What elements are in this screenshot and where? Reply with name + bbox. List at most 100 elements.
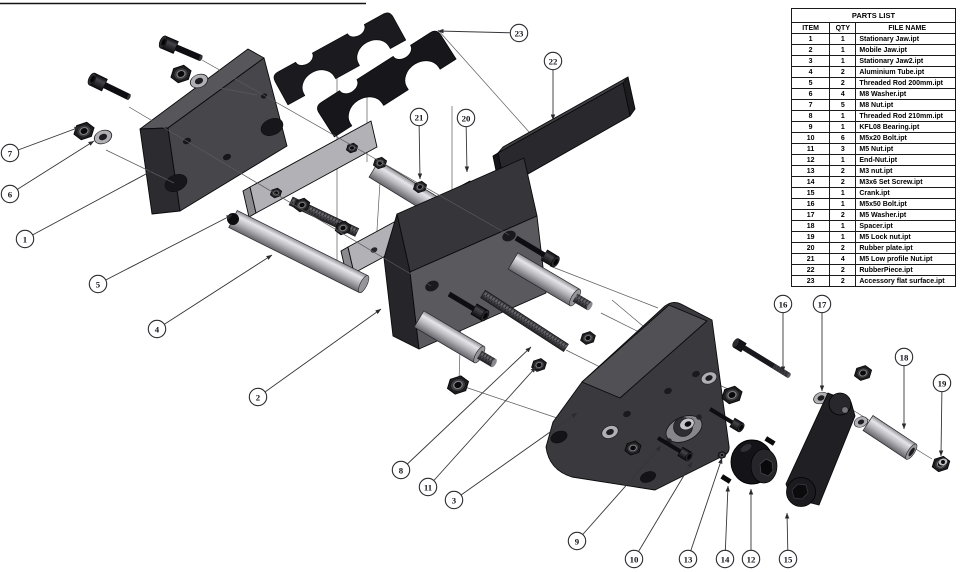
balloon-1 [15,229,35,249]
item-cell: 12 [790,154,831,166]
part-mobile-jaw [383,157,547,350]
item-cell: 16 [790,198,831,210]
file-name-cell: Rubber plate.ipt [855,242,956,254]
qty-cell: 2 [829,66,857,78]
item-cell: 10 [790,132,831,144]
balloon-number-23: 23 [515,29,524,39]
balloon-number-17: 17 [818,300,827,310]
part-threaded-rod-200 [288,196,360,237]
leader-line-19 [938,382,944,457]
part-m5x20-bolt-topleft-b [87,72,131,100]
balloon-3 [444,490,464,510]
qty-cell: 1 [829,187,857,199]
part-m3x6-set-screw-b [720,474,732,484]
balloon-4 [147,319,167,339]
item-cell: 15 [790,187,831,199]
parts-list-title: PARTS LIST [791,8,956,23]
qty-cell: 3 [829,143,857,155]
balloon-number-9: 9 [575,537,580,547]
balloon-14 [715,549,735,569]
balloon-13 [678,549,698,569]
item-cell: 17 [790,209,831,221]
part-m5x20-bolt-topleft-a [158,35,203,62]
balloon-number-7: 7 [8,149,13,159]
part-spacer [862,415,918,460]
qty-cell: 2 [829,275,857,287]
part-m5x20-bolt-lower [447,291,490,322]
balloon-number-15: 15 [784,555,793,565]
part-m8-nut-center [444,373,472,397]
leader-line-8 [400,346,532,471]
file-name-cell: M5 Washer.ipt [855,209,956,221]
file-name-cell: Aluminium Tube.ipt [855,66,956,78]
leader-line-3 [453,412,578,501]
balloon-23 [509,23,529,43]
balloon-number-4: 4 [155,325,160,335]
balloon-number-20: 20 [462,114,471,124]
balloon-21 [409,107,429,127]
balloon-9 [567,531,587,551]
qty-cell: 1 [829,121,857,133]
balloon-number-5: 5 [96,280,101,290]
file-name-cell: M5 Lock nut.ipt [855,231,956,243]
file-name-cell: M5 Nut.ipt [855,143,956,155]
item-cell: 1 [790,33,831,45]
file-name-cell: KFL08 Bearing.ipt [855,121,956,133]
balloon-number-14: 14 [721,555,730,565]
balloon-number-18: 18 [900,353,909,363]
item-cell: 20 [790,242,831,254]
item-cell: 3 [790,55,831,67]
part-kfl08-bearing [665,414,703,444]
balloon-7 [0,143,20,163]
part-end-nut [730,439,778,485]
qty-cell: 1 [829,44,857,56]
part-aluminium-tube-front [227,210,370,294]
balloon-number-1: 1 [23,235,27,245]
qty-cell: 2 [829,242,857,254]
qty-cell: 1 [829,110,857,122]
balloon-2 [248,387,268,407]
balloon-11 [418,477,438,497]
file-name-cell: M3 nut.ipt [855,165,956,177]
part-accessory-flat-surface-rear [273,12,407,106]
explosion-trails-over [105,59,510,287]
file-name-cell: Spacer.ipt [855,220,956,232]
qty-cell: 1 [829,231,857,243]
qty-cell: 2 [829,165,857,177]
balloon-17 [812,294,832,314]
part-m8-nut-pair-b [71,120,97,142]
leader-line-7 [9,126,81,154]
balloon-number-3: 3 [452,496,457,506]
item-cell: 5 [790,77,831,89]
file-name-cell: Mobile Jaw.ipt [855,44,956,56]
part-crank [785,392,856,507]
balloon-number-8: 8 [399,466,404,476]
part-accessory-flat-surface-front [317,30,457,138]
part-m5x20-bolt-upper [514,235,560,268]
qty-cell: 5 [829,99,857,111]
qty-cell: 2 [829,176,857,188]
part-aluminium-spacer-tube-upper [507,252,593,311]
part-m8-nut-pair-a [168,63,194,85]
col-item: ITEM [790,22,831,34]
leader-line-13 [687,457,723,560]
leader-line-5 [97,214,233,285]
file-name-cell: M3x6 Set Screw.ipt [855,176,956,188]
leader-line-14 [724,485,731,560]
balloon-leaders [9,28,944,560]
col-qty: QTY [829,22,857,34]
